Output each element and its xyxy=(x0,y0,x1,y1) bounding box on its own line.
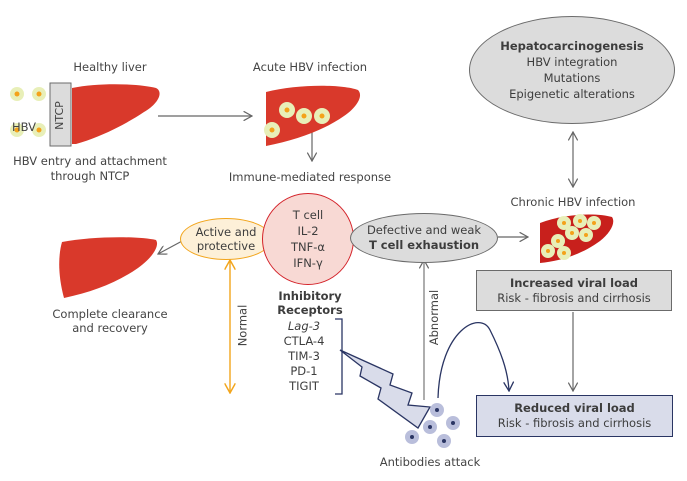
receptor-item: PD-1 xyxy=(290,364,318,378)
increased-subtitle: Risk - fibrosis and cirrhosis xyxy=(497,290,651,305)
clearance-caption-line1: Complete clearance xyxy=(52,307,168,321)
increased-title: Increased viral load xyxy=(509,275,639,290)
defective-exhaustion-node: Defective and weak T cell exhaustion xyxy=(350,213,498,263)
chronic-liver-group xyxy=(540,214,614,263)
hbv-virus-icon xyxy=(557,216,571,230)
active-protective-node: Active and protective xyxy=(180,218,272,260)
hbv-virus-icon xyxy=(565,226,579,240)
active-line1: Active and xyxy=(195,225,257,239)
hbv-virus-icon xyxy=(296,108,312,124)
hbv-virus-icon xyxy=(541,244,555,258)
hepato-line: HBV integration xyxy=(526,55,618,69)
inhibitory-title-line2: Receptors xyxy=(277,303,343,317)
hepato-line: Epigenetic alterations xyxy=(509,87,635,101)
ntcp-receptor xyxy=(49,82,72,147)
receptor-item: CTLA-4 xyxy=(283,334,325,348)
reduced-viral-load-box: Reduced viral load Risk - fibrosis and c… xyxy=(476,395,673,437)
ntcp-label: NTCP xyxy=(52,101,66,130)
hbv-virus-icon xyxy=(579,228,593,242)
acute-liver-group xyxy=(264,85,361,146)
antibody-icon xyxy=(446,416,460,430)
reduced-subtitle: Risk - fibrosis and cirrhosis xyxy=(497,416,652,430)
antibody-icon xyxy=(437,434,451,448)
antibodies-caption: Antibodies attack xyxy=(379,455,481,469)
receptor-item: Lag-3 xyxy=(287,319,321,333)
reduced-title: Reduced viral load xyxy=(514,401,635,415)
hepato-title: Hepatocarcinogenesis xyxy=(500,39,644,53)
receptor-bracket xyxy=(335,318,343,395)
antibody-icon xyxy=(430,403,444,417)
increased-viral-load-box: Increased viral load Risk - fibrosis and… xyxy=(476,270,672,311)
inhibitory-receptor-list: Lag-3 CTLA-4 TIM-3 PD-1 TIGIT xyxy=(270,319,338,394)
hbv-virus-icon xyxy=(32,87,46,101)
hbv-virus-icon xyxy=(10,87,24,101)
antibodies-group xyxy=(405,403,460,448)
hbv-virus-icon xyxy=(551,234,565,248)
hepato-line: Mutations xyxy=(543,71,601,85)
active-line2: protective xyxy=(196,239,256,253)
normal-label: Normal xyxy=(235,304,250,347)
hbv-entry-caption-line1: HBV entry and attachment xyxy=(13,154,167,168)
defective-line2: T cell exhaustion xyxy=(368,238,480,252)
chronic-infection-title: Chronic HBV infection xyxy=(510,195,636,209)
hbv-virus-icon xyxy=(314,108,330,124)
liver-icon xyxy=(59,237,158,298)
tcell-line: IL-2 xyxy=(297,224,319,238)
hbv-entry-caption-line2: through NTCP xyxy=(50,169,130,183)
tcell-line: TNF-α xyxy=(291,240,325,254)
hbv-virus-icon xyxy=(573,214,587,228)
defective-line1: Defective and weak xyxy=(366,223,482,237)
tcell-line: IFN-γ xyxy=(293,256,323,270)
liver-icon xyxy=(266,85,361,146)
hbv-virus-icon xyxy=(557,246,571,260)
hbv-virus-icon xyxy=(32,123,46,137)
liver-icon xyxy=(72,84,160,144)
hepatocarcinogenesis-node: Hepatocarcinogenesis HBV integration Mut… xyxy=(469,16,675,124)
hbv-virus-icon xyxy=(10,123,24,137)
t-cell-node: T cell IL-2 TNF-α IFN-γ xyxy=(262,193,354,285)
healthy-liver-title: Healthy liver xyxy=(73,60,147,74)
antibody-icon xyxy=(423,420,437,434)
receptor-item: TIGIT xyxy=(289,379,319,393)
inhibitory-receptors-title: Inhibitory Receptors xyxy=(270,289,350,317)
arrow-active-to-clearance xyxy=(158,239,185,254)
receptor-item: TIM-3 xyxy=(288,349,320,363)
clearance-liver-group xyxy=(59,237,158,298)
lightning-bolt-icon xyxy=(339,349,432,429)
hbv-label: HBV xyxy=(12,120,37,134)
acute-infection-title: Acute HBV infection xyxy=(252,60,368,74)
clearance-caption-line2: and recovery xyxy=(72,321,148,335)
tcell-line: T cell xyxy=(292,208,324,222)
inhibitory-title-line1: Inhibitory xyxy=(278,289,342,303)
hbv-virus-icon xyxy=(279,102,295,118)
immune-response-caption: Immune-mediated response xyxy=(228,170,392,184)
arrow-antibodies-to-reduced xyxy=(437,321,509,399)
antibody-icon xyxy=(405,430,419,444)
healthy-liver-group xyxy=(10,82,160,147)
hbv-virus-icon xyxy=(264,122,280,138)
abnormal-label: Abnormal xyxy=(427,289,442,346)
hbv-virus-icon xyxy=(587,216,601,230)
